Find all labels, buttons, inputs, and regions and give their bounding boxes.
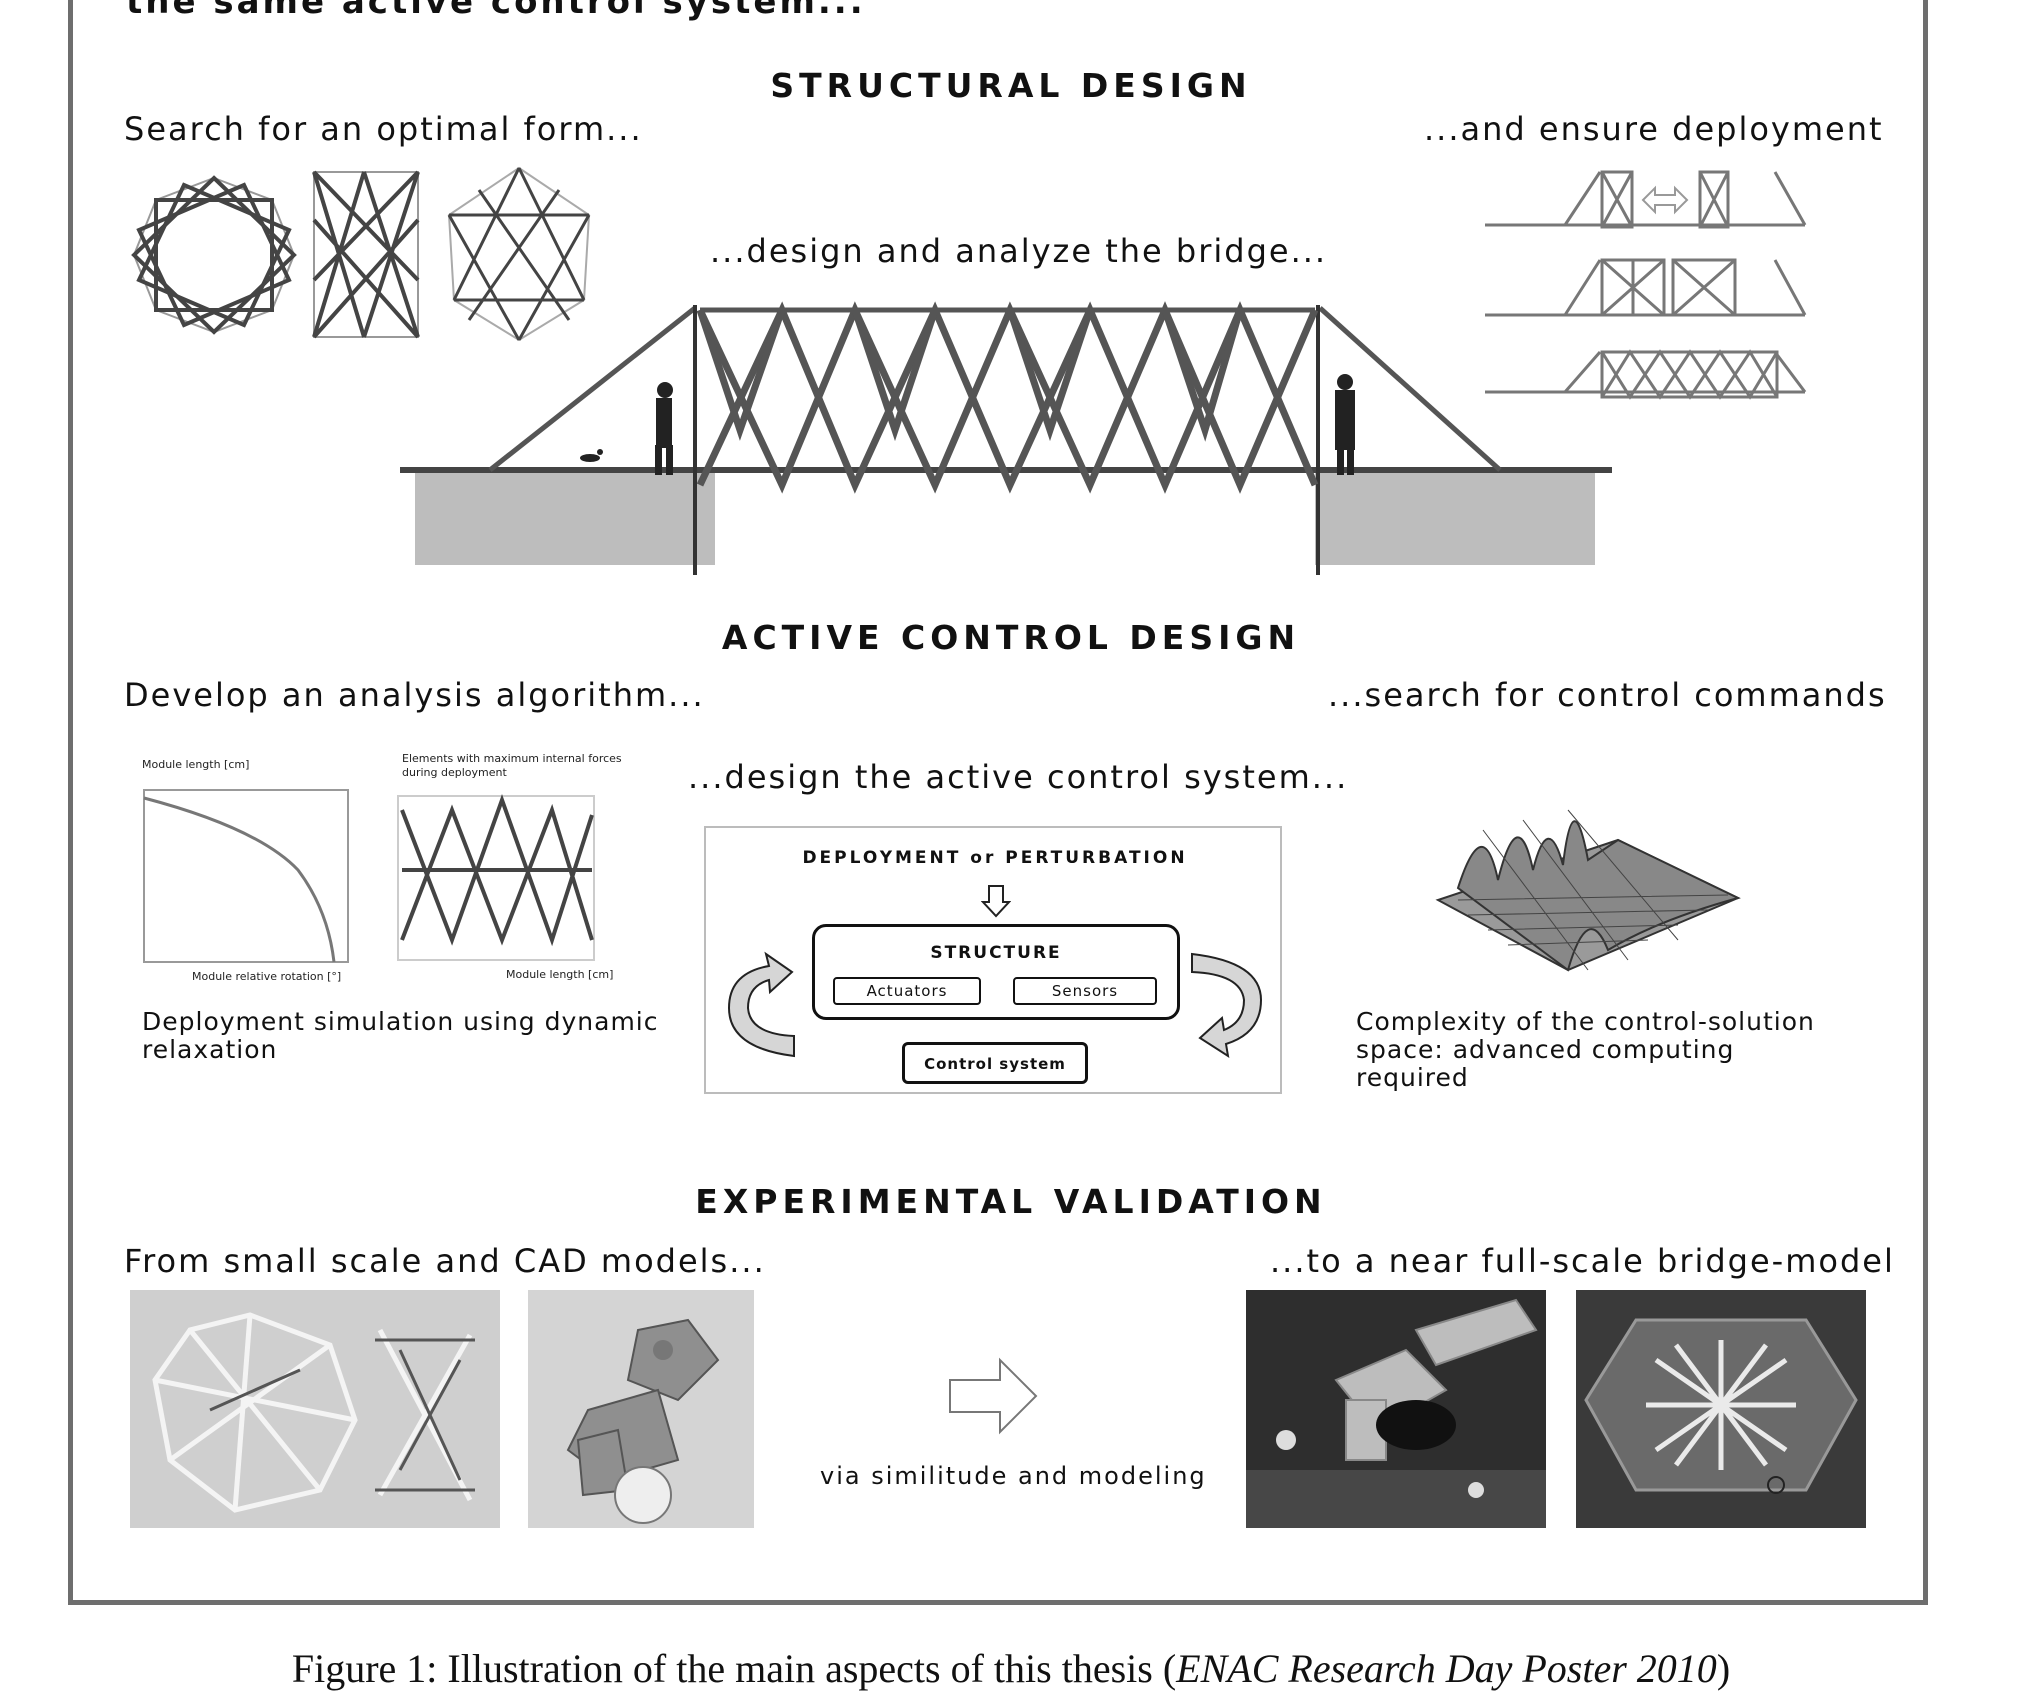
right-loop-arrow-icon <box>1191 952 1263 1059</box>
right-arrow-icon <box>949 1357 1038 1435</box>
chart1-xlabel: Module relative rotation [°] <box>192 970 342 983</box>
control-left-subtitle: Develop an analysis algorithm... <box>124 676 705 714</box>
tensegrity-forms-illustration <box>131 166 591 342</box>
figure-caption: Figure 1: Illustration of the main aspec… <box>0 1645 2022 1692</box>
cad-model-image <box>528 1290 754 1528</box>
chart1-ylabel: Module length [cm] <box>142 758 250 771</box>
actuators-box: Actuators <box>833 977 981 1005</box>
structural-design-title: STRUCTURAL DESIGN <box>770 66 1252 105</box>
control-right-subtitle: ...search for control commands <box>1328 676 1887 714</box>
figure-caption-prefix: Figure 1: Illustration of the main aspec… <box>291 1646 1177 1691</box>
deployment-curve-chart <box>143 789 349 963</box>
structure-box: STRUCTURE Actuators Sensors <box>812 924 1180 1020</box>
chart2-xlabel: Module length [cm] <box>506 968 614 981</box>
deployment-sequence-illustration <box>1485 170 1807 400</box>
down-arrow-icon <box>981 885 1011 918</box>
control-right-caption: Complexity of the control-solution space… <box>1356 1007 1815 1092</box>
small-scale-model-photo <box>130 1290 500 1528</box>
active-control-design-title: ACTIVE CONTROL DESIGN <box>721 618 1301 657</box>
structural-center-subtitle: ...design and analyze the bridge... <box>710 232 1328 270</box>
figure-caption-suffix: ) <box>1716 1646 1731 1691</box>
control-left-caption: Deployment simulation using dynamic rela… <box>142 1007 659 1064</box>
control-system-diagram: DEPLOYMENT or PERTURBATION STRUCTURE Act… <box>704 826 1282 1094</box>
sensors-box: Sensors <box>1013 977 1157 1005</box>
experimental-right-subtitle: ...to a near full-scale bridge-model <box>1270 1242 1895 1280</box>
diagram-top-label: DEPLOYMENT or PERTURBATION <box>802 848 1188 868</box>
experimental-validation-title: EXPERIMENTAL VALIDATION <box>695 1182 1327 1221</box>
structural-right-subtitle: ...and ensure deployment <box>1424 110 1884 148</box>
figure-caption-italic: ENAC Research Day Poster 2010 <box>1176 1646 1717 1691</box>
chart2-title: Elements with maximum internal forces du… <box>402 752 622 779</box>
bridge-model-overview-photo <box>1576 1290 1866 1528</box>
internal-forces-chart <box>397 794 595 961</box>
control-center-subtitle: ...design the active control system... <box>688 758 1349 796</box>
left-loop-arrow-icon <box>727 951 795 1058</box>
structural-left-subtitle: Search for an optimal form... <box>124 110 643 148</box>
bridge-illustration <box>400 301 1612 575</box>
poster-frame <box>68 0 1928 1605</box>
experimental-left-subtitle: From small scale and CAD models... <box>124 1242 766 1280</box>
bridge-model-joint-photo <box>1246 1290 1546 1528</box>
header-cut-text: the same active control system... <box>126 0 866 22</box>
control-system-box: Control system <box>902 1042 1088 1084</box>
structure-label: STRUCTURE <box>930 943 1062 963</box>
experimental-middle-caption: via similitude and modeling <box>820 1462 1207 1490</box>
control-solution-surface <box>1435 809 1741 972</box>
